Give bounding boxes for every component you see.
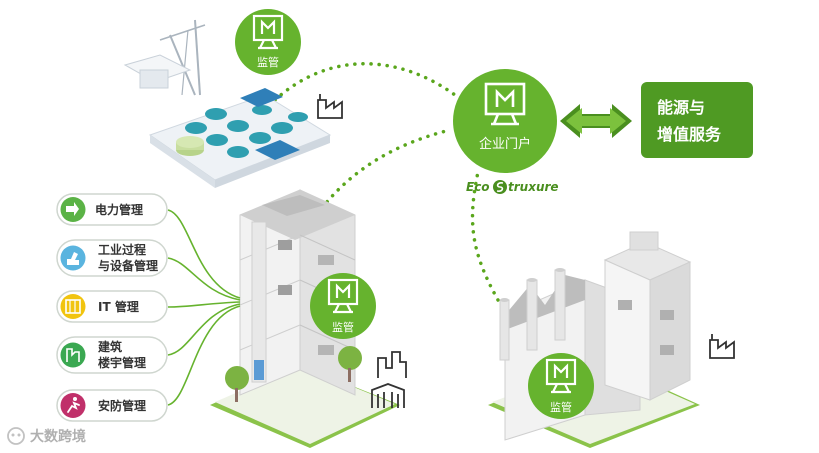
category-item-it: IT 管理 <box>56 290 168 323</box>
category-label-power: 电力管理 <box>95 202 143 217</box>
monitor-node-top: 监管 <box>235 9 301 75</box>
energy-services-box: 能源与 增值服务 <box>641 82 753 158</box>
category-label-building-line2: 楼宇管理 <box>98 355 146 370</box>
logo-text-suffix: truxure <box>508 180 559 194</box>
monitor-node-building: 监管 <box>310 273 376 339</box>
office-building-illustration <box>210 189 407 448</box>
monitor-label-building: 监管 <box>332 320 354 334</box>
category-item-industrial: 工业过程 与设备管理 <box>56 239 168 277</box>
dotted-connections <box>273 62 500 302</box>
energy-box-line2: 增值服务 <box>657 125 722 144</box>
water-treatment-plant-illustration <box>123 19 343 188</box>
watermark-text: 大数跨境 <box>30 428 86 445</box>
category-label-it: IT 管理 <box>98 299 139 314</box>
category-list: 电力管理 工业过程 与设备管理 IT 管理 建筑 楼宇管理 <box>56 193 168 422</box>
factory-outline-icon-right <box>709 334 735 359</box>
category-label-industrial-line2: 与设备管理 <box>98 258 158 273</box>
category-label-security: 安防管理 <box>98 398 146 413</box>
category-connector-lines <box>167 209 241 406</box>
category-item-power: 电力管理 <box>56 193 168 226</box>
monitor-label-factory: 监管 <box>550 400 572 414</box>
logo-text-prefix: Eco <box>466 180 490 194</box>
monitor-icon-top <box>252 14 284 50</box>
factory-illustration <box>488 231 735 448</box>
portal-label: 企业门户 <box>479 136 531 152</box>
connection-topplant-to-portal <box>273 62 457 102</box>
server-rack-icon <box>60 294 86 319</box>
connection-factory-to-portal <box>470 170 500 302</box>
category-item-security: 安防管理 <box>56 389 168 422</box>
monitor-icon-building <box>327 278 359 314</box>
monitor-icon-factory <box>545 358 577 394</box>
enterprise-portal-node: 企业门户 <box>453 69 557 173</box>
ecostruxure-logo: Eco truxure <box>466 180 559 194</box>
monitor-node-factory: 监管 <box>528 353 594 419</box>
category-item-building: 建筑 楼宇管理 <box>56 336 168 374</box>
energy-box-line1: 能源与 <box>657 98 705 117</box>
category-label-building-line1: 建筑 <box>97 339 122 354</box>
city-skyline-icon <box>371 351 407 408</box>
monitor-label-top: 监管 <box>257 55 279 69</box>
portal-monitor-icon <box>484 82 526 126</box>
bidirectional-arrow <box>560 104 632 138</box>
factory-outline-icon <box>317 94 343 119</box>
category-label-industrial-line1: 工业过程 <box>98 242 146 257</box>
connection-building-to-portal <box>320 128 452 210</box>
watermark: 大数跨境 <box>7 427 86 445</box>
